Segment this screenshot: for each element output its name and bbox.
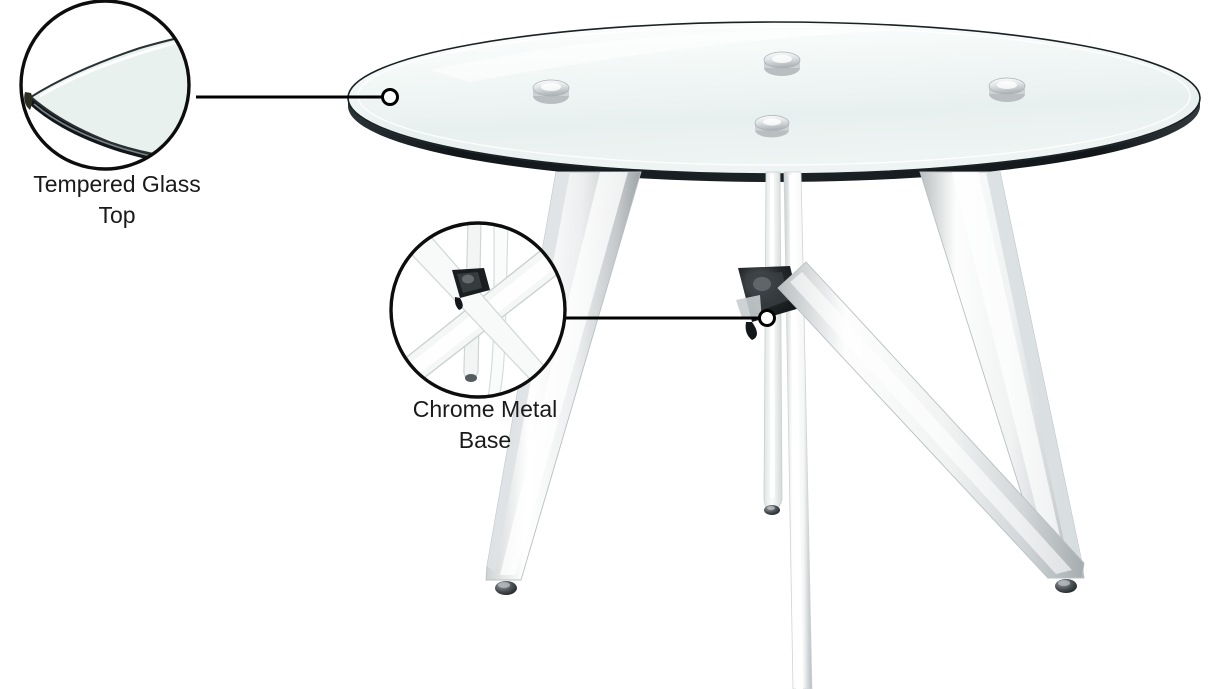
chrome-metal-base [485, 171, 1085, 689]
callout-label-line2: Base [459, 427, 511, 453]
magnified-glass-tip-dark [24, 92, 33, 110]
callout-magnified-view [391, 223, 565, 397]
leg-foot [495, 581, 517, 595]
leg-front-right-edge [986, 172, 1082, 570]
callout-tempered-glass-top[interactable]: Tempered Glass Top [19, 0, 399, 228]
base-center-hub [736, 266, 800, 340]
callout-chrome-metal-base[interactable]: Chrome Metal Base [388, 220, 776, 453]
callout-anchor-marker [381, 88, 399, 106]
leg-front-right-over-hub-highlight [790, 272, 1072, 574]
glass-surface [347, 21, 1201, 175]
callout-magnified-view [21, 1, 189, 169]
leg-front-left-highlight [500, 172, 628, 575]
callout-circle-outline[interactable] [19, 0, 191, 171]
leg-mounting-discs [532, 51, 1026, 138]
mounting-disc [754, 115, 790, 138]
magnified-hub [452, 268, 490, 310]
magnified-foot [465, 374, 477, 382]
mounting-disc [532, 79, 570, 104]
leg-back-thin-highlight [770, 175, 775, 498]
callout-label-line1: Tempered Glass [33, 171, 200, 197]
leg-foot [764, 505, 780, 515]
callout-anchor-marker [758, 309, 776, 327]
callout-label-line2: Top [98, 202, 135, 228]
leg-front-right-highlight [952, 172, 1068, 572]
tempered-glass-top [347, 21, 1201, 182]
callout-circle-outline[interactable] [389, 221, 567, 399]
magnified-glass-surface [29, 32, 189, 162]
callout-label-line1: Chrome Metal [413, 396, 557, 422]
mounting-disc [763, 51, 801, 76]
mounting-disc [988, 77, 1026, 102]
leg-foot [1055, 579, 1077, 593]
glass-specular [430, 29, 900, 82]
